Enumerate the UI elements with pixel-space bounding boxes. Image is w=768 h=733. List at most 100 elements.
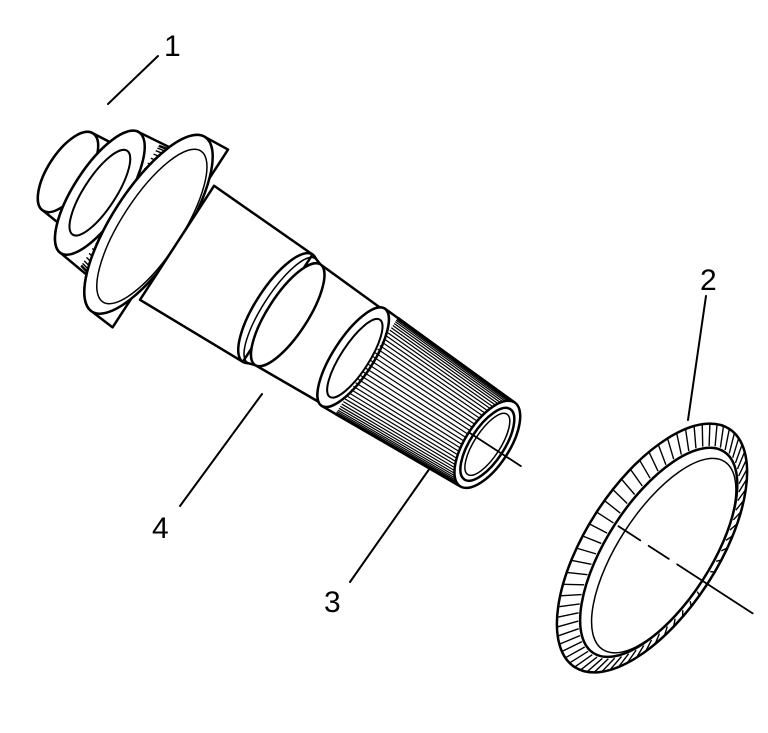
spline-line: [336, 410, 463, 485]
ring-tooth: [684, 428, 690, 452]
spline-line: [335, 413, 461, 486]
ring-tooth: [586, 657, 603, 673]
spline-line: [343, 401, 468, 476]
ring-tooth: [596, 511, 614, 524]
spline-line: [392, 324, 511, 410]
ring-tooth: [735, 499, 745, 511]
ring-tooth: [710, 570, 715, 573]
ring-tooth: [657, 444, 667, 465]
shaft-assembly: [36, 129, 522, 490]
spline-line: [385, 335, 505, 419]
spline-line: [360, 374, 483, 454]
ring-tooth: [734, 444, 743, 464]
spline-line: [338, 407, 464, 482]
ring-tooth: [593, 658, 609, 673]
ring-tooth: [666, 438, 675, 460]
ring-tooth: [738, 478, 748, 493]
ring-tooth: [693, 426, 697, 449]
ring-tooth: [609, 656, 623, 671]
ring-tooth: [620, 478, 636, 495]
ring-tooth: [696, 591, 701, 596]
ring-tooth: [654, 633, 661, 645]
ring-tooth: [675, 432, 682, 455]
ring-tooth: [559, 634, 581, 645]
callout-leaders: [107, 55, 707, 583]
spline-line: [372, 355, 494, 437]
callout-2: 2: [700, 264, 717, 297]
spline-line: [369, 359, 491, 440]
spline-line: [394, 321, 513, 407]
spline-line: [381, 341, 501, 425]
ring-tooth: [576, 547, 597, 555]
shaft-body: [138, 184, 385, 406]
spline-line: [377, 348, 498, 431]
spline-line: [334, 414, 461, 487]
ring-tooth: [561, 641, 583, 653]
ring-tooth: [728, 432, 736, 454]
ring-tooth: [626, 649, 637, 664]
callout-3: 3: [324, 586, 341, 619]
ring-tooth: [617, 653, 630, 668]
ring-tooth: [729, 523, 738, 531]
ring-tooth: [556, 620, 579, 628]
ring-tooth: [571, 559, 592, 566]
ring-tooth: [714, 424, 718, 447]
ring-tooth: [556, 612, 579, 618]
ring-tooth: [604, 500, 621, 514]
ring-tooth: [582, 535, 602, 545]
reluctor-ring: [555, 422, 754, 674]
ring-tooth: [663, 626, 668, 637]
ring-tooth: [564, 646, 586, 659]
ring-tooth: [724, 428, 731, 451]
ring-tooth: [557, 628, 579, 637]
spline-line: [344, 398, 470, 474]
spline-line: [379, 345, 500, 428]
ring-tooth: [736, 451, 746, 470]
ring-tooth: [589, 523, 608, 534]
ring-tooth: [569, 650, 589, 664]
spline-line: [387, 332, 507, 417]
ring-tooth: [725, 535, 734, 541]
ring-tooth: [562, 583, 585, 586]
ring-tooth: [689, 601, 692, 607]
spline-line: [348, 392, 473, 469]
ring-tooth: [648, 451, 659, 472]
leader-2: [687, 295, 707, 421]
spline-line: [364, 367, 487, 447]
spline-line: [346, 395, 471, 471]
ring-tooth: [672, 618, 676, 627]
spline-line: [353, 385, 477, 463]
spline-line: [396, 318, 514, 405]
spline-line: [355, 382, 479, 460]
ring-tooth: [574, 654, 593, 668]
callout-labels: 1 2 3 4: [152, 30, 717, 619]
spline-line: [362, 371, 485, 450]
ring-tooth: [701, 424, 704, 447]
leader-3: [349, 467, 431, 583]
ring-tooth: [732, 511, 742, 521]
callout-4: 4: [152, 512, 169, 545]
ring-tooth: [560, 593, 582, 597]
ring-tooth: [732, 437, 740, 458]
spline-line: [335, 412, 462, 486]
ring-tooth: [639, 459, 651, 479]
ring-tooth: [566, 571, 588, 576]
spline-line: [389, 329, 508, 415]
spline-line: [383, 338, 503, 422]
ring-tooth: [738, 459, 747, 477]
leader-4: [179, 393, 263, 507]
spline-line: [357, 378, 481, 457]
spline-line: [397, 317, 515, 404]
ring-tooth: [635, 645, 645, 658]
spline-line: [374, 352, 496, 434]
ring-tooth: [715, 559, 722, 562]
ring-tooth: [708, 423, 711, 446]
ring-tooth: [629, 468, 643, 487]
spline-line: [337, 409, 463, 483]
ring-tooth: [580, 656, 598, 671]
ring-tooth: [719, 425, 725, 448]
ring-tooth: [681, 610, 684, 617]
spline-line: [367, 363, 489, 444]
spline-line: [397, 317, 515, 404]
